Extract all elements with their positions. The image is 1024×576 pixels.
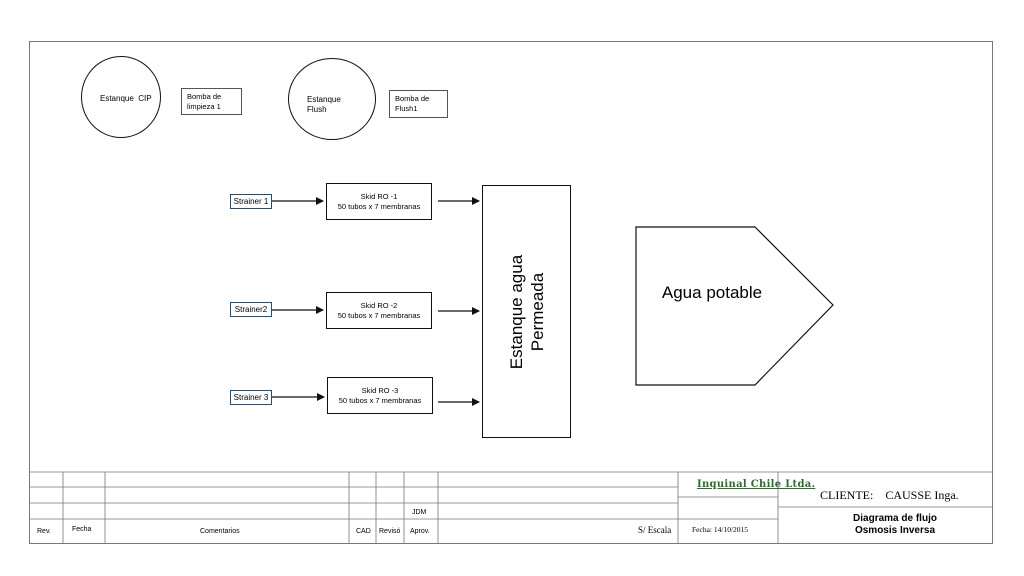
flush-tank: Estanque Flush (288, 58, 376, 140)
skid-2-title: Skid RO -2 (360, 300, 398, 310)
cad-header: CAD (356, 528, 371, 535)
reviso-header: Revisó (379, 528, 401, 535)
flush-pump-box: Bomba de Flush1 (389, 90, 448, 118)
skid-3-title: Skid RO -3 (361, 385, 399, 395)
strainer-3-label: Strainer 3 (233, 393, 269, 402)
diagram-subtitle: Osmosis Inversa (854, 525, 936, 536)
company-logo: Inquinal Chile Ltda. (697, 479, 816, 490)
cip-tank: Estanque CIP (81, 56, 161, 138)
skid-ro-2: Skid RO -2 50 tubos x 7 membranas (326, 292, 432, 329)
skid-2-detail: 50 tubos x 7 membranas (337, 310, 421, 320)
flush-tank-label: Estanque Flush (307, 95, 341, 114)
flush-pump-label: Bomba de Flush1 (395, 94, 430, 113)
strainer-1: Strainer 1 (230, 194, 272, 209)
drawing-frame (29, 41, 993, 544)
permeate-tank: Estanque agua Permeada (482, 185, 571, 438)
potable-water-label: Agua potable (661, 283, 763, 302)
skid-1-title: Skid RO -1 (360, 191, 398, 201)
cip-tank-label: Estanque CIP (100, 94, 152, 103)
diagram-title-block: Diagrama de flujo Osmosis Inversa (800, 513, 990, 537)
date-label: Fecha: 14/10/2015 (692, 525, 749, 534)
skid-ro-1: Skid RO -1 50 tubos x 7 membranas (326, 183, 432, 220)
title-block-grid (29, 471, 993, 544)
fecha-header: Fecha (72, 526, 92, 533)
client-label: CLIENTE: CAUSSE Inga. (820, 488, 959, 502)
skid-ro-3: Skid RO -3 50 tubos x 7 membranas (327, 377, 433, 414)
strainer-3: Strainer 3 (230, 390, 272, 405)
comentarios-header: Comentarios (200, 528, 240, 535)
jdm-value: JDM (412, 509, 427, 516)
cleaning-pump-box: Bomba de limpieza 1 (181, 88, 242, 115)
skid-1-detail: 50 tubos x 7 membranas (337, 201, 421, 211)
aprov-header: Aprov. (410, 528, 430, 535)
potable-water-shape (635, 226, 834, 386)
strainer-1-label: Strainer 1 (233, 197, 269, 206)
diagram-title: Diagrama de flujo (853, 513, 937, 524)
skid-3-detail: 50 tubos x 7 membranas (338, 395, 422, 405)
scale-label: S/ Escala (638, 525, 672, 535)
cleaning-pump-label: Bomba de limpieza 1 (187, 92, 222, 111)
strainer-2-label: Strainer2 (234, 305, 268, 314)
strainer-2: Strainer2 (230, 302, 272, 317)
rev-header: Rev. (37, 528, 51, 535)
